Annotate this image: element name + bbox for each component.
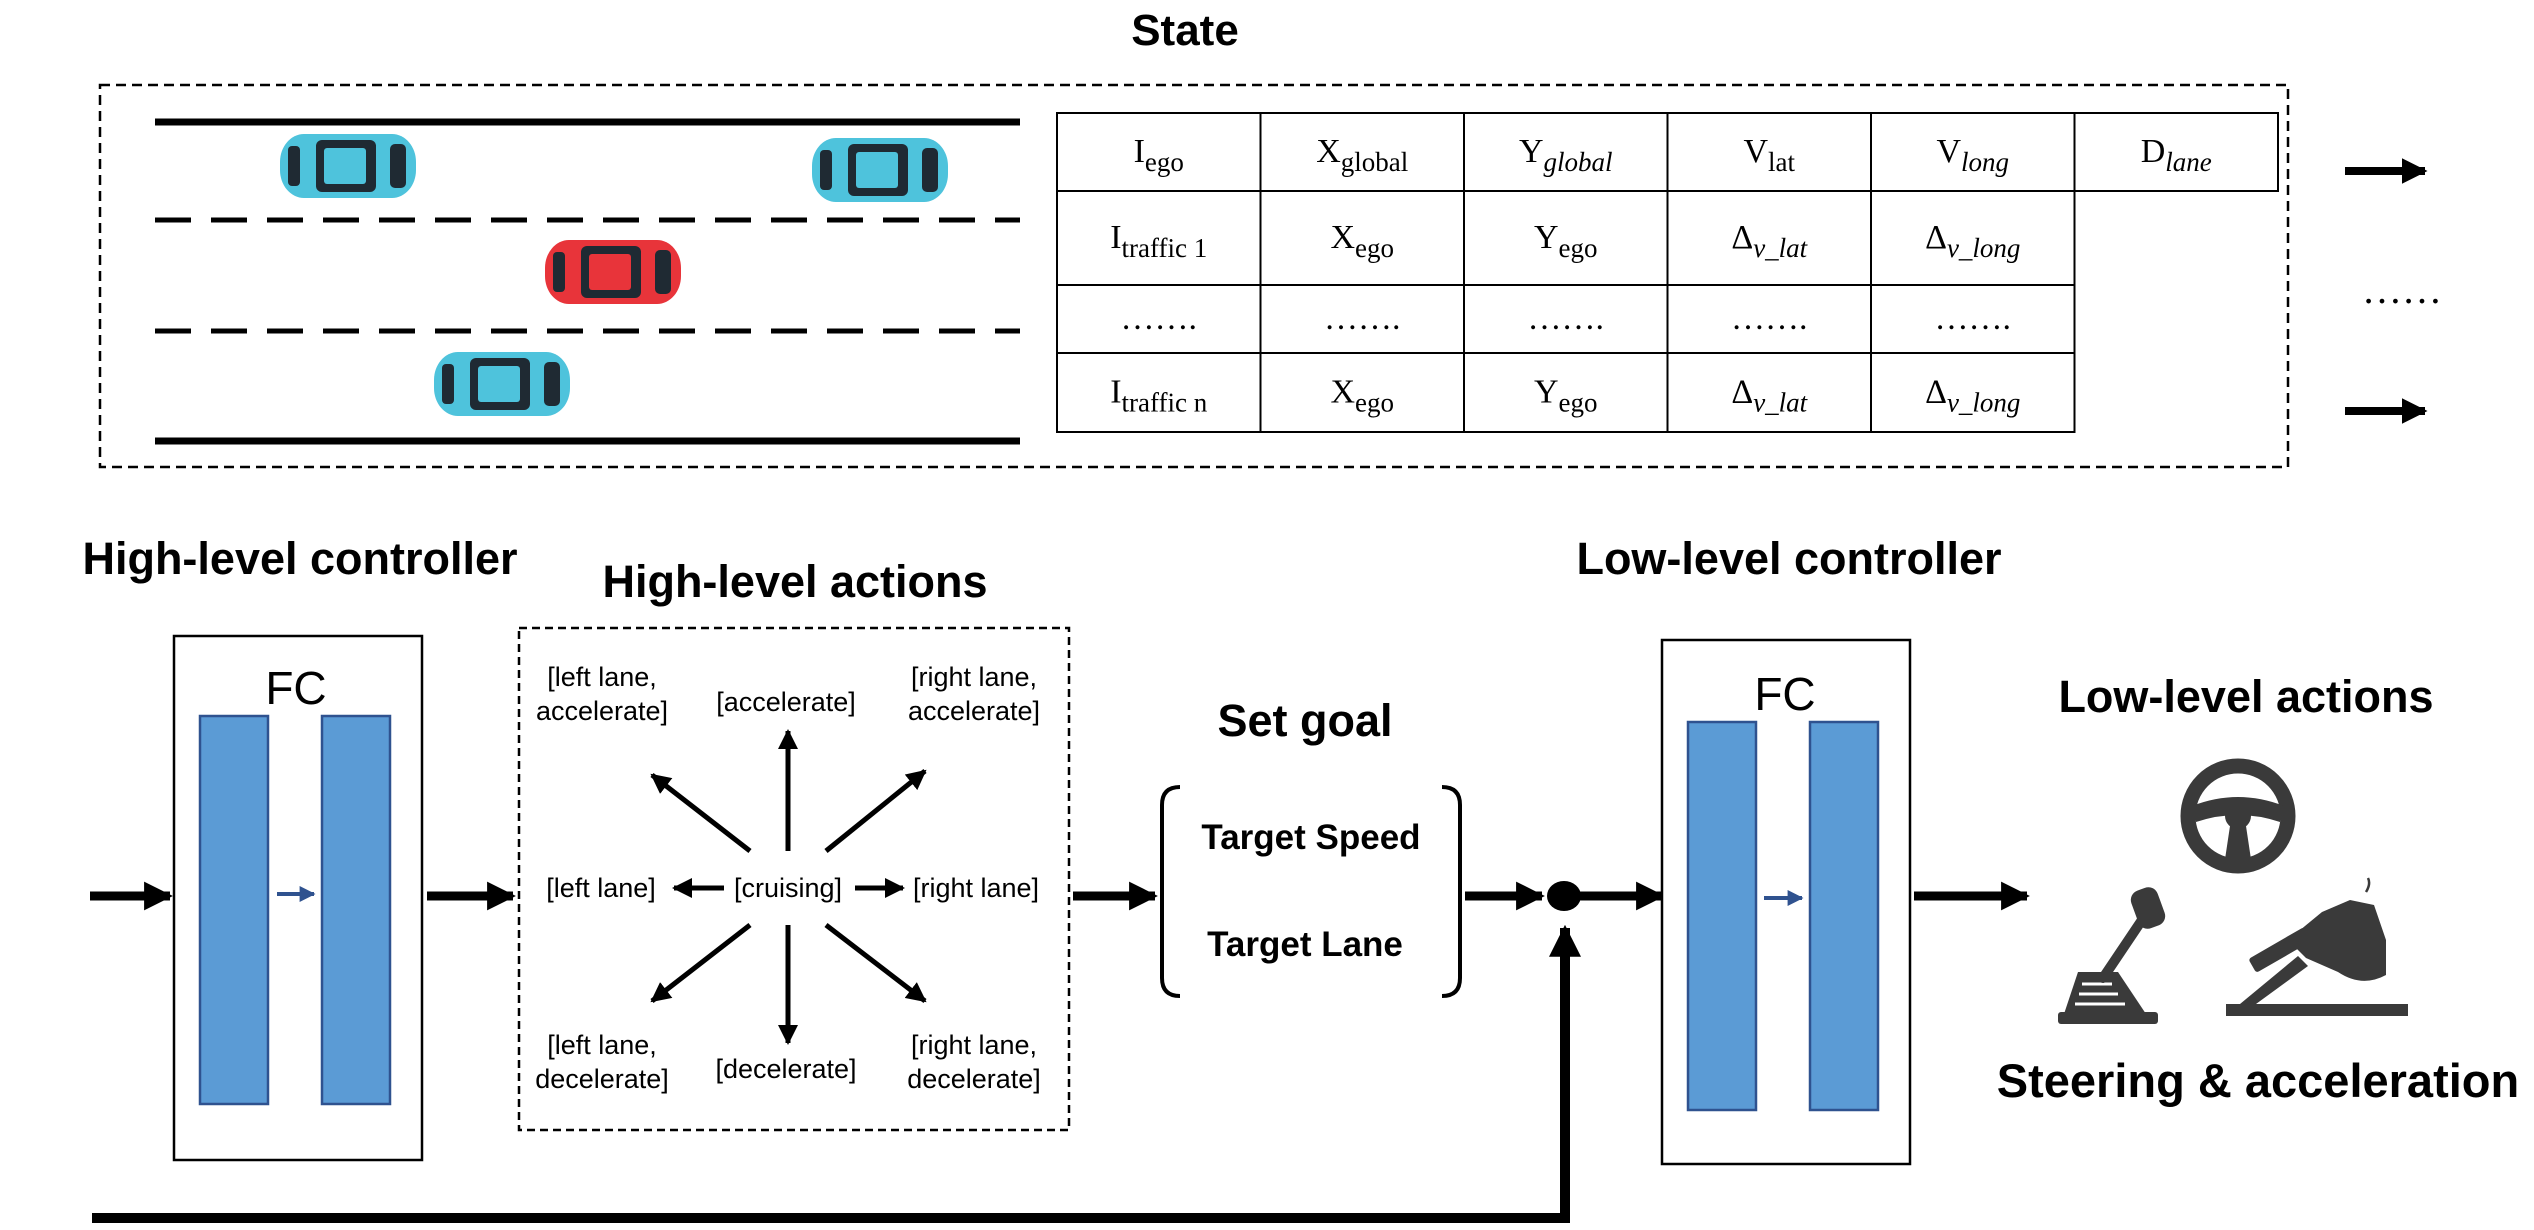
table-cell-border [1056, 112, 1262, 192]
goal-target-speed: Target Speed [1201, 818, 1420, 857]
gear-shift-icon [2058, 887, 2166, 1024]
action-left-lane: [left lane] [546, 873, 656, 903]
ego-car-icon [545, 240, 681, 304]
arrow-down-left [650, 923, 752, 1003]
fc-layer-input [1686, 720, 1758, 1112]
goal-bracket-left [1160, 785, 1181, 998]
pedal-icon [2226, 877, 2408, 1016]
table-cell: Yego [1534, 219, 1598, 263]
low-level-fc-label: FC [1754, 668, 1815, 720]
state-table: Iego Xglobal Yglobal Vlat Vlong DlaneItraffic… [1056, 112, 2279, 433]
arrow-up-left [650, 773, 752, 853]
high-level-actions-box [517, 626, 1071, 1132]
table-cell-border [1463, 112, 1669, 192]
traffic-car-icon [434, 352, 570, 416]
table-cell: Yglobal [1519, 133, 1613, 177]
table-cell: Vlong [1936, 133, 2009, 177]
fc-layer-output [1808, 720, 1880, 1112]
set-goal-title: Set goal [1217, 695, 1392, 746]
high-level-controller-title: High-level controller [82, 533, 517, 584]
table-cell-border [1666, 112, 1872, 192]
action-accelerate: [accelerate] [716, 687, 856, 717]
table-cell: Dlane [2141, 133, 2212, 177]
table-cell-border [1463, 190, 1669, 286]
state-box [98, 83, 2290, 469]
continuation-dots: …… [2362, 267, 2442, 312]
table-cell-border [1666, 352, 1872, 433]
table-cell-border [1259, 112, 1465, 192]
table-cell: Yego [1534, 374, 1598, 418]
table-cell-border [1259, 190, 1465, 286]
table-cell: ……. [1528, 300, 1605, 337]
table-cell-border [1666, 284, 1872, 354]
table-cell-border [1870, 284, 2076, 354]
goal-bracket-right [1441, 785, 1462, 998]
arrow-up-right [824, 769, 927, 853]
action-right-lane-decelerate: [right lane,decelerate] [907, 1030, 1041, 1094]
traffic-car-icon [280, 134, 416, 198]
steering-wheel-icon [2180, 758, 2296, 874]
action-left-lane-accelerate: [left lane,accelerate] [536, 662, 668, 726]
table-cell: Xego [1330, 219, 1394, 263]
table-cell: Itraffic n [1110, 374, 1208, 418]
table-cell: Δv_lat [1731, 219, 1808, 263]
table-cell-border [1056, 190, 1262, 286]
high-level-fc-label: FC [265, 662, 326, 714]
table-cell-border [1870, 352, 2076, 433]
action-right-lane: [right lane] [913, 873, 1039, 903]
table-cell: ……. [1324, 300, 1401, 337]
action-left-lane-decelerate: [left lane,decelerate] [535, 1030, 669, 1094]
fc-layer-input [198, 714, 270, 1106]
table-cell: Δv_lat [1731, 374, 1808, 418]
table-cell: ……. [1731, 300, 1808, 337]
table-cell: Xego [1330, 374, 1394, 418]
table-cell-border [2073, 112, 2279, 192]
table-cell: Iego [1134, 133, 1184, 177]
table-cell: Vlat [1743, 133, 1795, 177]
junction-node [1547, 881, 1581, 911]
action-cruising: [cruising] [734, 873, 842, 903]
table-cell: ……. [1935, 300, 2012, 337]
goal-target-lane: Target Lane [1207, 925, 1403, 964]
table-cell-border [1056, 284, 1262, 354]
table-cell: Xglobal [1316, 133, 1408, 177]
traffic-car-icon [812, 138, 948, 202]
low-level-actions-title: Low-level actions [2058, 671, 2433, 722]
high-level-actions-title: High-level actions [602, 556, 987, 607]
table-cell: Itraffic 1 [1110, 219, 1207, 263]
state-title: State [1131, 6, 1239, 55]
action-right-lane-accelerate: [right lane,accelerate] [908, 662, 1040, 726]
arrow-down-right [824, 923, 927, 1003]
low-level-controller-title: Low-level controller [1576, 533, 2001, 584]
feedback-loop-arrow [92, 924, 1582, 1223]
table-cell: Δv_long [1925, 374, 2020, 418]
road-scene [155, 118, 1020, 445]
action-arrows [650, 729, 927, 1045]
action-decelerate: [decelerate] [715, 1054, 856, 1084]
fc-layer-output [320, 714, 392, 1106]
table-cell: Δv_long [1925, 219, 2020, 263]
table-cell-border [1056, 352, 1262, 433]
table-cell: ……. [1121, 300, 1198, 337]
table-cell-border [1259, 284, 1465, 354]
table-cell-border [1463, 284, 1669, 354]
low-level-actions-caption: Steering & acceleration [1997, 1054, 2519, 1107]
